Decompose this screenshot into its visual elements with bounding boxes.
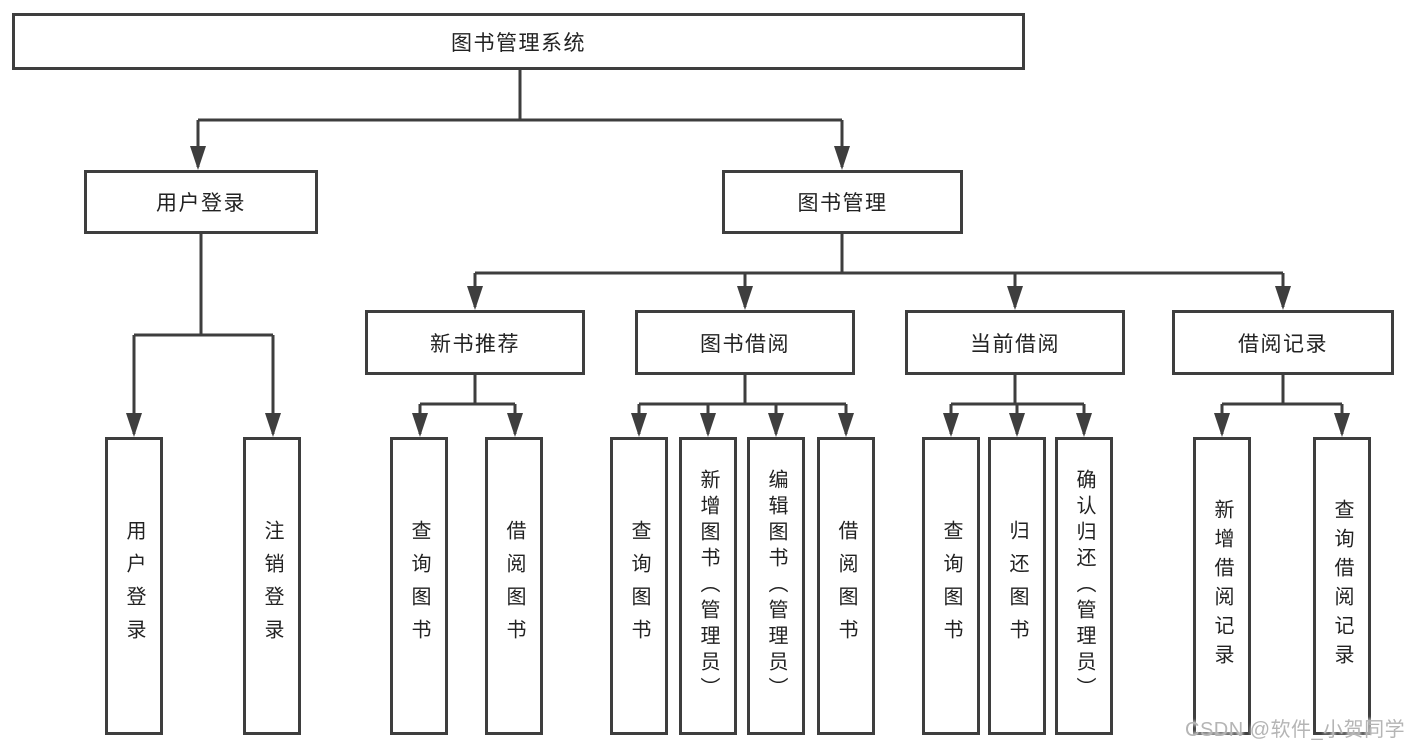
node-label: 借阅图书: [503, 520, 525, 652]
node-label: 新书推荐: [430, 332, 520, 356]
connector-bookmgmt-to-level2: [467, 234, 1291, 310]
node-label: 查询图书: [628, 520, 650, 652]
node-leaf-borrow-books-recommend: 借阅图书: [485, 437, 543, 735]
node-label: 编辑图书（管理员）: [765, 469, 787, 703]
node-user-login: 用户登录: [84, 170, 318, 234]
node-leaf-add-books-admin: 新增图书（管理员）: [679, 437, 737, 735]
node-root-label: 图书管理系统: [451, 31, 586, 55]
csdn-watermark: CSDN @软件_小贺同学: [1185, 719, 1405, 741]
node-leaf-return-books: 归还图书: [988, 437, 1046, 735]
node-borrow-records: 借阅记录: [1172, 310, 1394, 375]
node-label: 确认归还（管理员）: [1073, 469, 1095, 703]
node-label: 新增借阅记录: [1211, 499, 1233, 673]
node-current-borrow: 当前借阅: [905, 310, 1125, 375]
node-leaf-confirm-return-admin: 确认归还（管理员）: [1055, 437, 1113, 735]
node-label: 借阅记录: [1238, 332, 1328, 356]
node-label: 查询图书: [940, 520, 962, 652]
node-leaf-logout: 注销登录: [243, 437, 301, 735]
connector-newbook-to-leaves: [412, 375, 523, 437]
node-leaf-add-borrow-record: 新增借阅记录: [1193, 437, 1251, 735]
node-root: 图书管理系统: [12, 13, 1025, 70]
connector-bookborrow-to-leaves: [631, 375, 854, 437]
node-label: 查询借阅记录: [1331, 499, 1353, 673]
node-label: 当前借阅: [970, 332, 1060, 356]
connector-root-to-level1: [190, 70, 850, 170]
node-leaf-query-borrow-record: 查询借阅记录: [1313, 437, 1371, 735]
node-label: 用户登录: [156, 192, 246, 215]
node-leaf-borrow-books: 借阅图书: [817, 437, 875, 735]
node-label: 图书管理: [797, 192, 888, 215]
node-label: 图书借阅: [700, 332, 790, 356]
node-leaf-user-login: 用户登录: [105, 437, 163, 735]
node-label: 新增图书（管理员）: [697, 469, 719, 703]
node-leaf-query-books-recommend: 查询图书: [390, 437, 448, 735]
node-label: 用户登录: [123, 520, 145, 652]
node-label: 查询图书: [408, 520, 430, 652]
node-book-management: 图书管理: [722, 170, 963, 234]
node-label: 借阅图书: [835, 520, 857, 652]
connector-currentborrow-to-leaves: [943, 375, 1092, 437]
node-book-borrow: 图书借阅: [635, 310, 855, 375]
node-leaf-query-books-borrow: 查询图书: [610, 437, 668, 735]
node-label: 注销登录: [261, 520, 283, 652]
connector-borrowrecord-to-leaves: [1214, 375, 1350, 437]
node-leaf-edit-books-admin: 编辑图书（管理员）: [747, 437, 805, 735]
connector-userlogin-to-leaves: [126, 234, 281, 437]
node-leaf-query-books-current: 查询图书: [922, 437, 980, 735]
node-new-book-recommend: 新书推荐: [365, 310, 585, 375]
node-label: 归还图书: [1006, 520, 1028, 652]
